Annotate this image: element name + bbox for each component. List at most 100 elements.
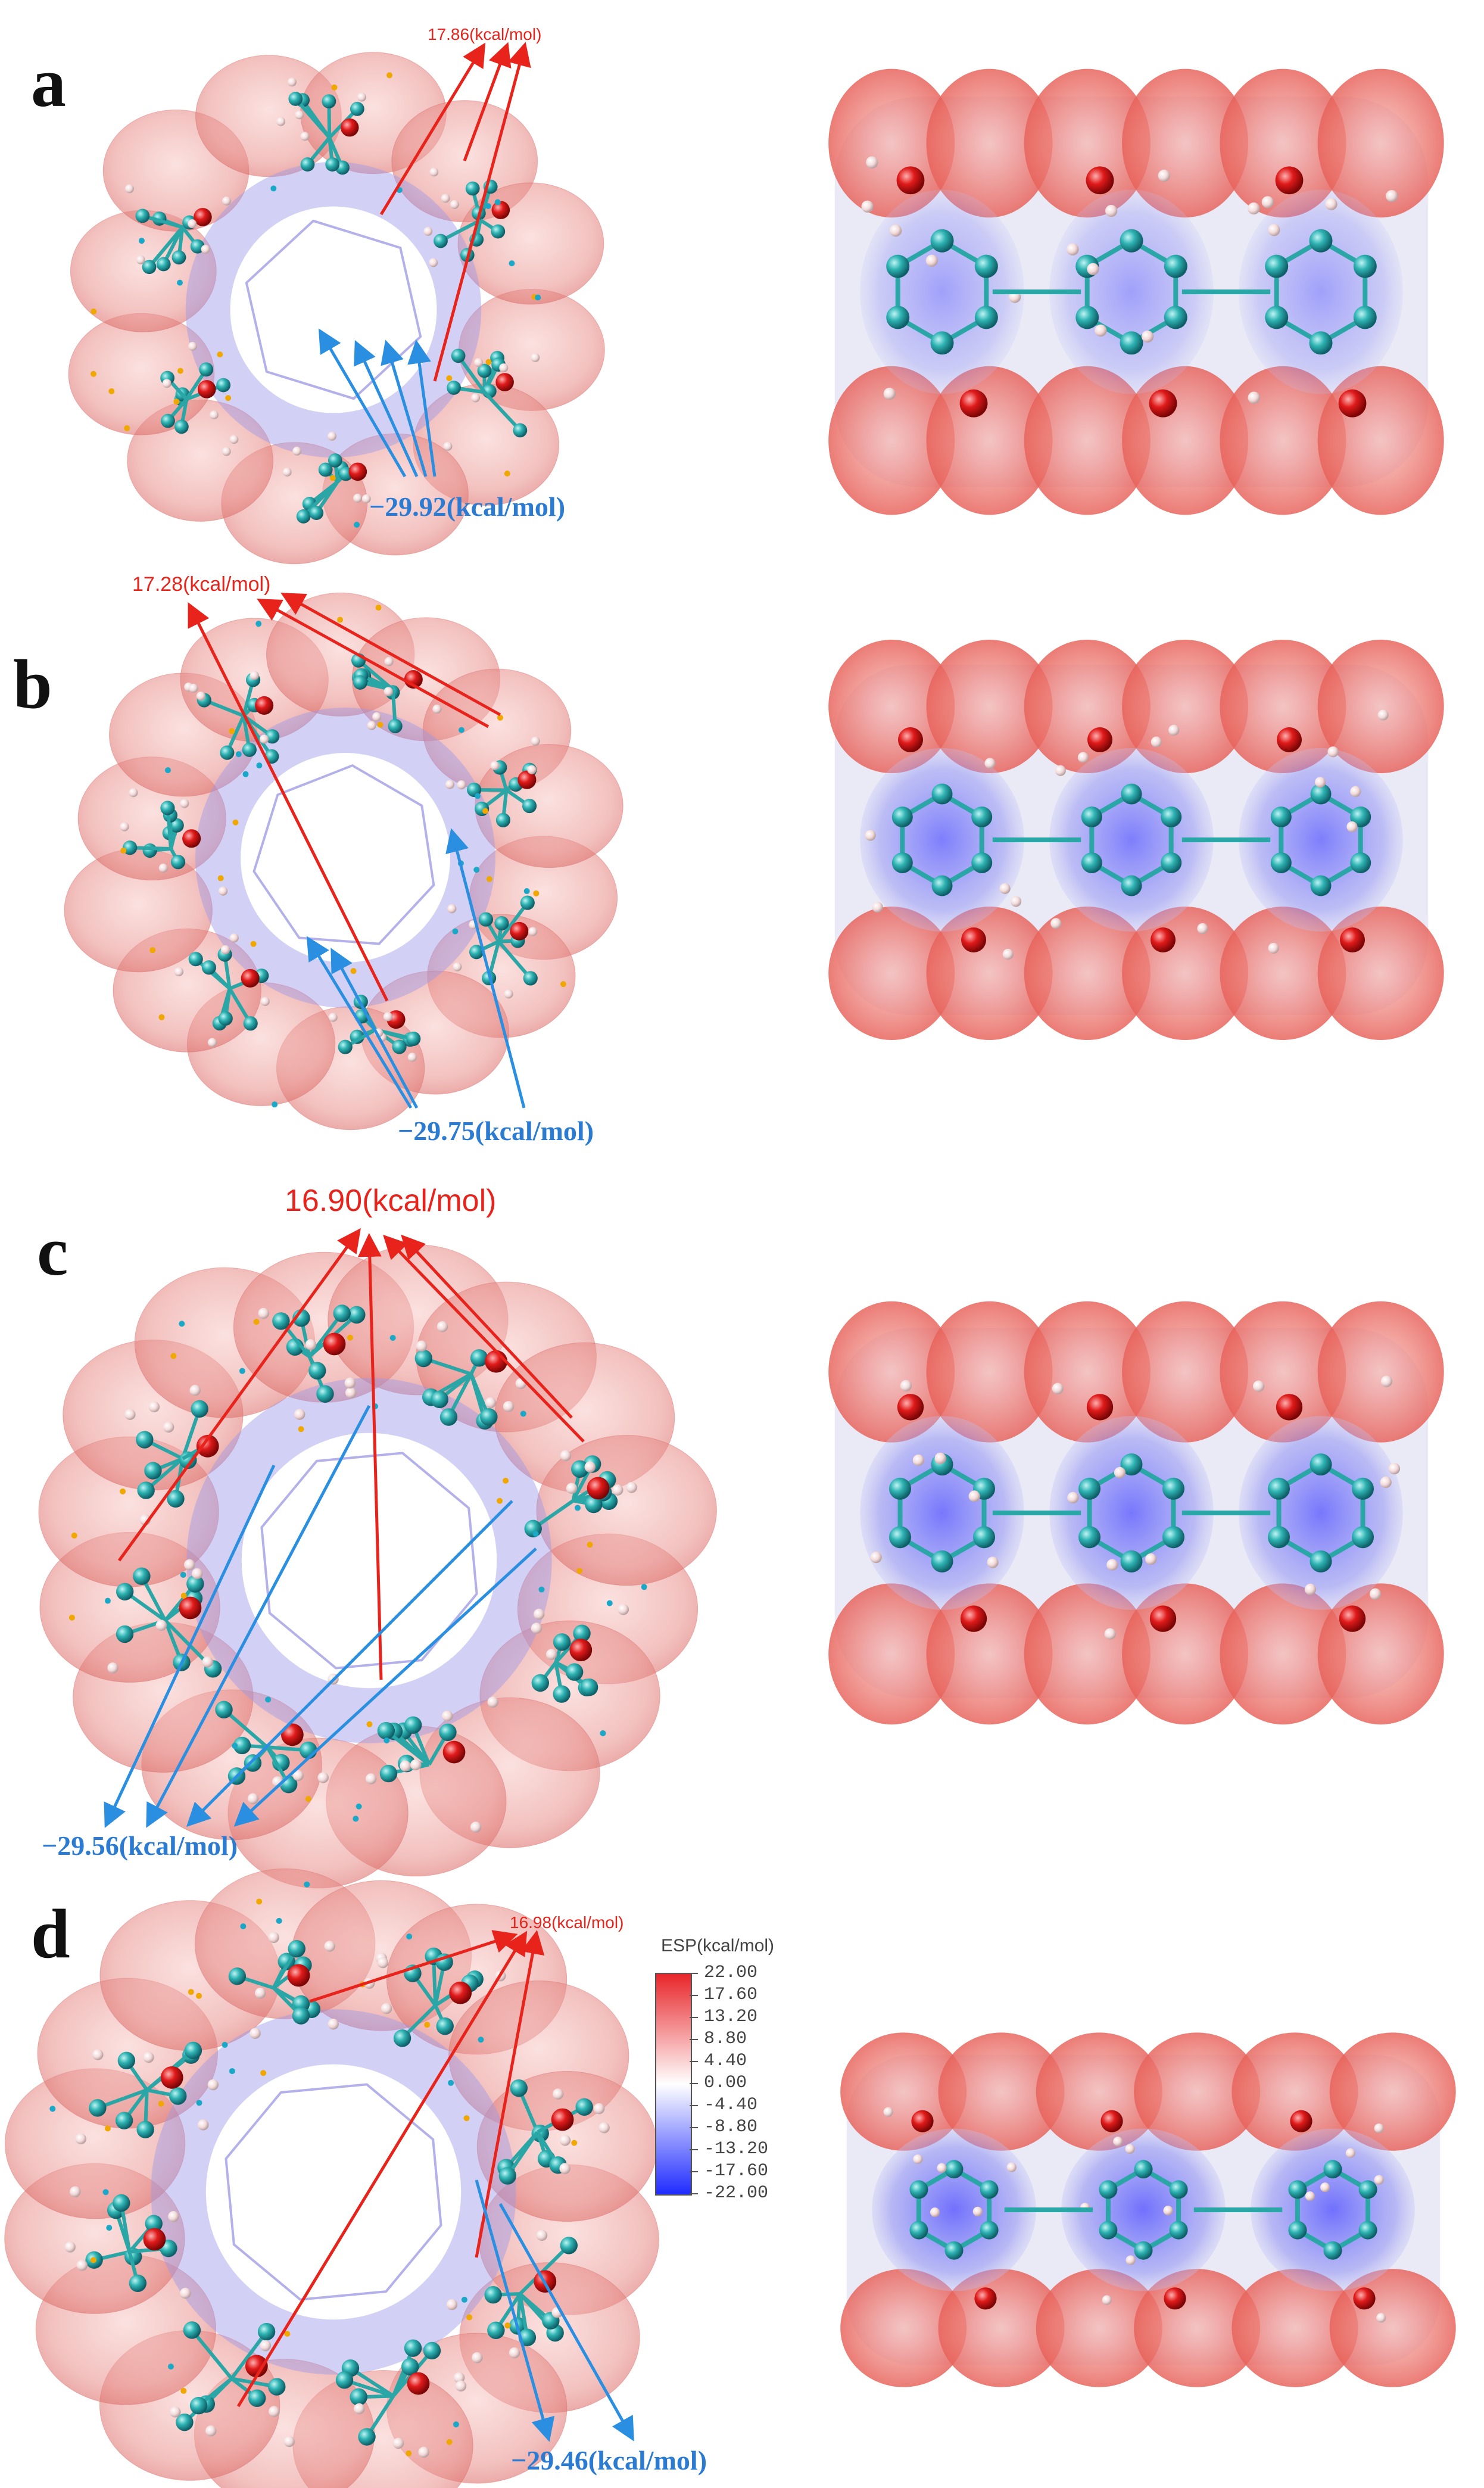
carbon-atom (889, 1526, 912, 1549)
carbon-atom (477, 363, 492, 378)
carbon-atom (1169, 2180, 1188, 2199)
surface-extremum-point (68, 1614, 75, 1621)
carbon-atom (494, 916, 509, 931)
hydrogen-atom (345, 1387, 357, 1399)
hydrogen-atom (423, 226, 433, 236)
esp-lobe (1024, 1583, 1151, 1725)
panel-letter: d (31, 1895, 70, 1973)
carbon-atom (1134, 2160, 1153, 2179)
extrema-arrows (104, 1228, 585, 1829)
carbon-atom (980, 2180, 999, 2199)
hydrogen-atom (324, 1941, 335, 1952)
legend-tick: 13.20 (689, 2007, 758, 2027)
carbon-atom (358, 2428, 376, 2446)
max-esp-arrow (188, 602, 389, 1002)
hydrogen-atom (872, 901, 883, 913)
esp-lobe (1220, 1583, 1346, 1725)
carbon-atom (1162, 1477, 1184, 1500)
surface-extremum-point (504, 2322, 511, 2329)
surface-extremum-point (250, 941, 257, 947)
carbon-atom (1265, 306, 1289, 329)
hydrogen-atom (552, 2088, 564, 2100)
carbon-atom (491, 224, 506, 239)
surface-extremum-point (256, 1898, 263, 1905)
carbon-atom (1099, 2221, 1118, 2240)
surface-extremum-point (377, 721, 384, 728)
extrema-arrows (318, 42, 531, 478)
surface-extremum-point (473, 867, 480, 873)
carbon-atom (1162, 1526, 1184, 1549)
esp-lobe (938, 2032, 1065, 2151)
oxygen-atom (587, 1477, 610, 1500)
hydrogen-atom (317, 1772, 329, 1783)
hydrogen-atom (1248, 202, 1260, 215)
carbon-atom (891, 852, 913, 873)
surface-extremum-point (538, 1586, 545, 1593)
surface-extremum-point (448, 2079, 454, 2086)
surface-extremum-point (485, 203, 491, 209)
carbon-atom (1081, 807, 1102, 827)
ring-cavity (245, 219, 422, 400)
surface-extremum-point (354, 521, 360, 528)
carbon-atom (333, 1304, 351, 1322)
surface-extremum-point (375, 605, 382, 611)
surface-extremum-point (120, 1488, 126, 1494)
carbon-atom (571, 1460, 589, 1478)
oxygen-atom (196, 1434, 219, 1458)
ring-cavity (252, 764, 435, 945)
carbon-atom (1134, 2241, 1153, 2260)
carbon-atom (575, 2098, 593, 2116)
carbon-atom (580, 1678, 598, 1696)
legend-tick: 22.00 (689, 1963, 758, 1983)
surface-extremum-point (466, 2314, 473, 2321)
carbon-atom (1268, 1477, 1290, 1500)
legend-tick: -13.20 (689, 2139, 769, 2159)
hydrogen-atom (383, 1012, 393, 1022)
surface-extremum-point (167, 2364, 174, 2370)
hydrogen-atom (1374, 2123, 1384, 2134)
carbon-atom (144, 1462, 162, 1480)
carbon-atom (980, 2221, 999, 2240)
oxygen-atom (1275, 166, 1304, 195)
negative-region (872, 2128, 1036, 2291)
carbon-atom (179, 1451, 197, 1469)
surface-extremum-point (353, 1816, 359, 1822)
esp-lobe (828, 907, 955, 1040)
hydrogen-atom (163, 1421, 174, 1433)
oxygen-atom (491, 201, 510, 219)
hydrogen-atom (201, 244, 210, 254)
surface-extremum-point (305, 1796, 311, 1802)
surface-extremum-point (606, 1600, 613, 1606)
carbon-atom (1353, 306, 1377, 329)
hydrogen-atom (191, 1568, 203, 1580)
carbon-atom (436, 2017, 454, 2035)
hydrogen-atom (566, 1483, 578, 1494)
hydrogen-atom (377, 1957, 389, 1969)
hydrogen-atom (528, 927, 538, 936)
surface-extremum-point (232, 1742, 238, 1749)
surface-extremum-point (560, 981, 566, 988)
hydrogen-atom (268, 2406, 280, 2417)
surface-extremum-point (265, 1696, 272, 1703)
hydrogen-atom (392, 2437, 404, 2449)
hydrogen-atom (445, 780, 455, 789)
oxygen-atom (1151, 927, 1176, 952)
surface-extremum-point (138, 238, 145, 244)
carbon-atom (161, 413, 175, 428)
hydrogen-atom (64, 2241, 76, 2253)
hydrogen-atom (1055, 765, 1066, 776)
hydrogen-atom (196, 691, 206, 701)
carbon-atom (1120, 229, 1143, 253)
carbon-atom (469, 945, 484, 960)
oxygen-atom (1340, 927, 1365, 952)
hydrogen-atom (162, 379, 172, 388)
hydrogen-atom (188, 219, 197, 229)
hydrogen-atom (1376, 2313, 1386, 2323)
hydrogen-atom (1314, 777, 1326, 788)
oxygen-atom (245, 2355, 268, 2378)
side-molecule (828, 1301, 1444, 1725)
oxygen-atom (974, 2287, 997, 2310)
carbon-atom (531, 1674, 550, 1692)
carbon-atom (434, 233, 448, 248)
